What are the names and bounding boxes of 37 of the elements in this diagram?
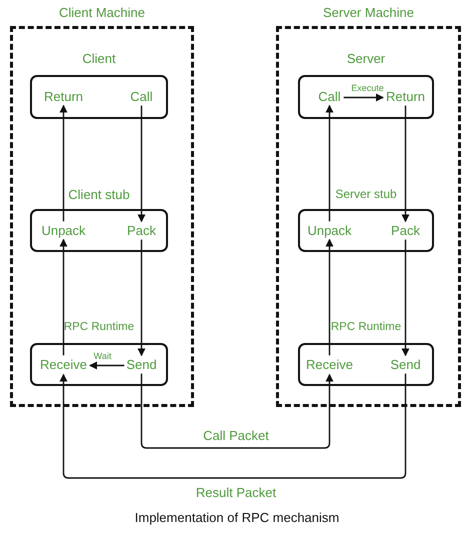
step-label: Return [386, 89, 426, 104]
step-label: Call [130, 89, 153, 104]
arrow [138, 240, 146, 356]
arrow [402, 240, 410, 356]
edge-label: Call Packet [202, 428, 270, 444]
step-label: Receive [306, 357, 353, 372]
arrow [138, 106, 146, 222]
step-label: Send [126, 357, 157, 372]
arrow [60, 104, 68, 222]
arrow [344, 94, 384, 102]
box-heading: RPC Runtime [62, 320, 136, 333]
arrow [88, 362, 124, 370]
step-label: Pack [391, 223, 420, 238]
box-heading: Client [81, 51, 117, 66]
step-label: Receive [40, 357, 87, 372]
step-label: Unpack [307, 223, 352, 238]
step-label: Return [44, 89, 84, 104]
box-heading: Server stub [334, 187, 398, 202]
arrow [402, 106, 410, 222]
step-label: Call [318, 89, 341, 104]
arrow [60, 374, 406, 479]
edge-label: Wait [92, 352, 112, 362]
arrow [60, 238, 68, 356]
arrow [140, 374, 334, 449]
box-heading: Client stub [67, 186, 131, 202]
box-heading: Client Machine [58, 5, 146, 20]
step-label: Unpack [41, 223, 86, 238]
caption: Implementation of RPC mechanism [134, 510, 340, 525]
arrow [326, 104, 334, 222]
edge-label: Result Packet [194, 486, 278, 500]
arrow [326, 238, 334, 356]
step-label: Send [390, 357, 421, 372]
edge-label: Execute [350, 84, 385, 94]
box-heading: Server [346, 51, 386, 66]
box-heading: RPC Runtime [330, 320, 402, 333]
step-label: Pack [127, 223, 156, 238]
box-heading: Server Machine [322, 5, 416, 20]
